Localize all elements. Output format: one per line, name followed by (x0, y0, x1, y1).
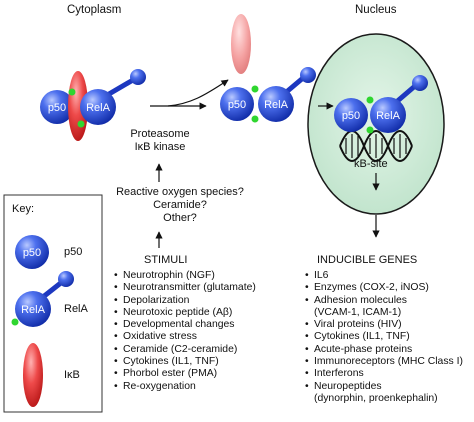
gene-item-continuation: (dynorphin, proenkephalin) (314, 392, 438, 404)
genes-title: INDUCIBLE GENES (317, 254, 418, 266)
gene-item-text: Immunoreceptors (MHC Class I) (314, 356, 463, 368)
gene-item: Adhesion molecules(VCAM-1, ICAM-1) (305, 295, 463, 320)
nucleus-label: Nucleus (355, 4, 397, 16)
complex1-rela-label: RelA (86, 102, 111, 114)
stimuli-item: Ceramide (C2-ceramide) (114, 344, 256, 357)
genes-list: IL6 Enzymes (COX-2, iNOS) Adhesion molec… (305, 270, 463, 405)
complex1-p50 (40, 90, 74, 124)
signal-line2: Ceramide? (153, 199, 207, 211)
stimuli-item: Neurotransmitter (glutamate) (114, 282, 256, 295)
key-rela-symbol: RelA (11, 271, 74, 327)
dna-strand-b (339, 130, 413, 162)
key-box (3, 194, 103, 413)
cytoplasm-label: Cytoplasm (67, 4, 122, 16)
gene-item-text: Interferons (314, 368, 364, 380)
gene-item: Acute-phase proteins (305, 343, 463, 357)
complex3-rela-head (412, 75, 428, 91)
gene-item-text: Acute-phase proteins (314, 343, 413, 355)
stimuli-item: Neurotrophin (NGF) (114, 270, 256, 283)
stimuli-item: Re-oxygenation (114, 381, 256, 394)
signal-label: Reactive oxygen species? Ceramide? Other… (100, 186, 260, 225)
arrows (150, 79, 380, 248)
nuclear-nfkb-complex: p50 RelA (334, 75, 428, 134)
kinase-label-line2: IκB kinase (134, 141, 186, 153)
key-title: Key: (12, 203, 35, 215)
key-rela-label: RelA (64, 303, 88, 315)
complex2-rela-head (300, 67, 316, 83)
complex3-p50-label: p50 (342, 110, 360, 122)
complex1-dot-bottom (77, 120, 85, 128)
complex3-rela-label: RelA (376, 110, 401, 122)
key-p50-symbol: p50 (15, 235, 49, 269)
key-p50-label: p50 (64, 246, 83, 258)
released-ikb (231, 14, 251, 74)
gene-item-text: Adhesion molecules (314, 294, 407, 306)
stimuli-list: Neurotrophin (NGF) Neurotransmitter (glu… (114, 270, 256, 393)
complex3-dot-bottom (366, 126, 374, 134)
complex1-dot-top (68, 88, 76, 96)
gene-item-text: Neuropeptides (314, 380, 382, 392)
gene-item: Enzymes (COX-2, iNOS) (305, 282, 463, 295)
gene-item-text: Viral proteins (HIV) (314, 319, 402, 331)
signal-line1: Reactive oxygen species? (116, 186, 244, 198)
gene-item: Viral proteins (HIV) (305, 319, 463, 332)
gene-item: Cytokines (IL1, TNF) (305, 331, 463, 344)
complex2-dot-top (251, 85, 259, 93)
gene-item-text: Cytokines (IL1, TNF) (314, 331, 410, 343)
stimuli-item: Depolarization (114, 295, 256, 308)
gene-item: Immunoreceptors (MHC Class I) (305, 356, 463, 369)
complex2-dot-bottom (251, 115, 259, 123)
stimuli-item: Phorbol ester (PMA) (114, 368, 256, 381)
key-p50-symbol-label: p50 (23, 247, 41, 259)
gene-item-continuation: (VCAM-1, ICAM-1) (314, 306, 402, 318)
kinase-label-line1: Proteasome (130, 128, 190, 140)
complex1-rela-stalk (107, 77, 135, 97)
complex2-p50 (220, 87, 254, 121)
kinase-label: Proteasome IκB kinase (119, 128, 201, 154)
signal-line3: Other? (163, 212, 197, 224)
free-nfkb-dimer: p50 RelA (220, 67, 316, 123)
arrow-ikb-degradation (167, 79, 229, 107)
complex3-p50 (334, 98, 368, 132)
key-ikb-label: IκB (64, 369, 80, 381)
gene-item: Neuropeptides(dynorphin, proenkephalin) (305, 381, 463, 406)
inactive-nfkb-complex: p50 RelA (40, 69, 146, 141)
stimuli-item: Cytokines (IL1, TNF) (114, 356, 256, 369)
complex3-rela (370, 97, 406, 133)
kb-site-label: κB-site (354, 158, 388, 170)
key-ikb-symbol (23, 343, 43, 407)
key-rela-symbol-label: RelA (21, 304, 46, 316)
gene-item: IL6 (305, 270, 463, 283)
complex2-rela (258, 86, 294, 122)
complex1-rela (80, 89, 116, 125)
complex3-dot-top (366, 96, 374, 104)
dna-helix (339, 130, 413, 162)
stimuli-item: Neurotoxic peptide (Aβ) (114, 307, 256, 320)
stimuli-item: Oxidative stress (114, 331, 256, 344)
complex2-rela-label: RelA (264, 99, 289, 111)
gene-item: Interferons (305, 368, 463, 381)
complex1-p50-label: p50 (48, 102, 66, 114)
complex2-p50-label: p50 (228, 99, 246, 111)
stimuli-title: STIMULI (144, 254, 188, 266)
gene-item-text: Enzymes (COX-2, iNOS) (314, 282, 429, 294)
stimuli-item: Developmental changes (114, 319, 256, 332)
complex1-rela-head (130, 69, 146, 85)
gene-item-text: IL6 (314, 270, 329, 281)
